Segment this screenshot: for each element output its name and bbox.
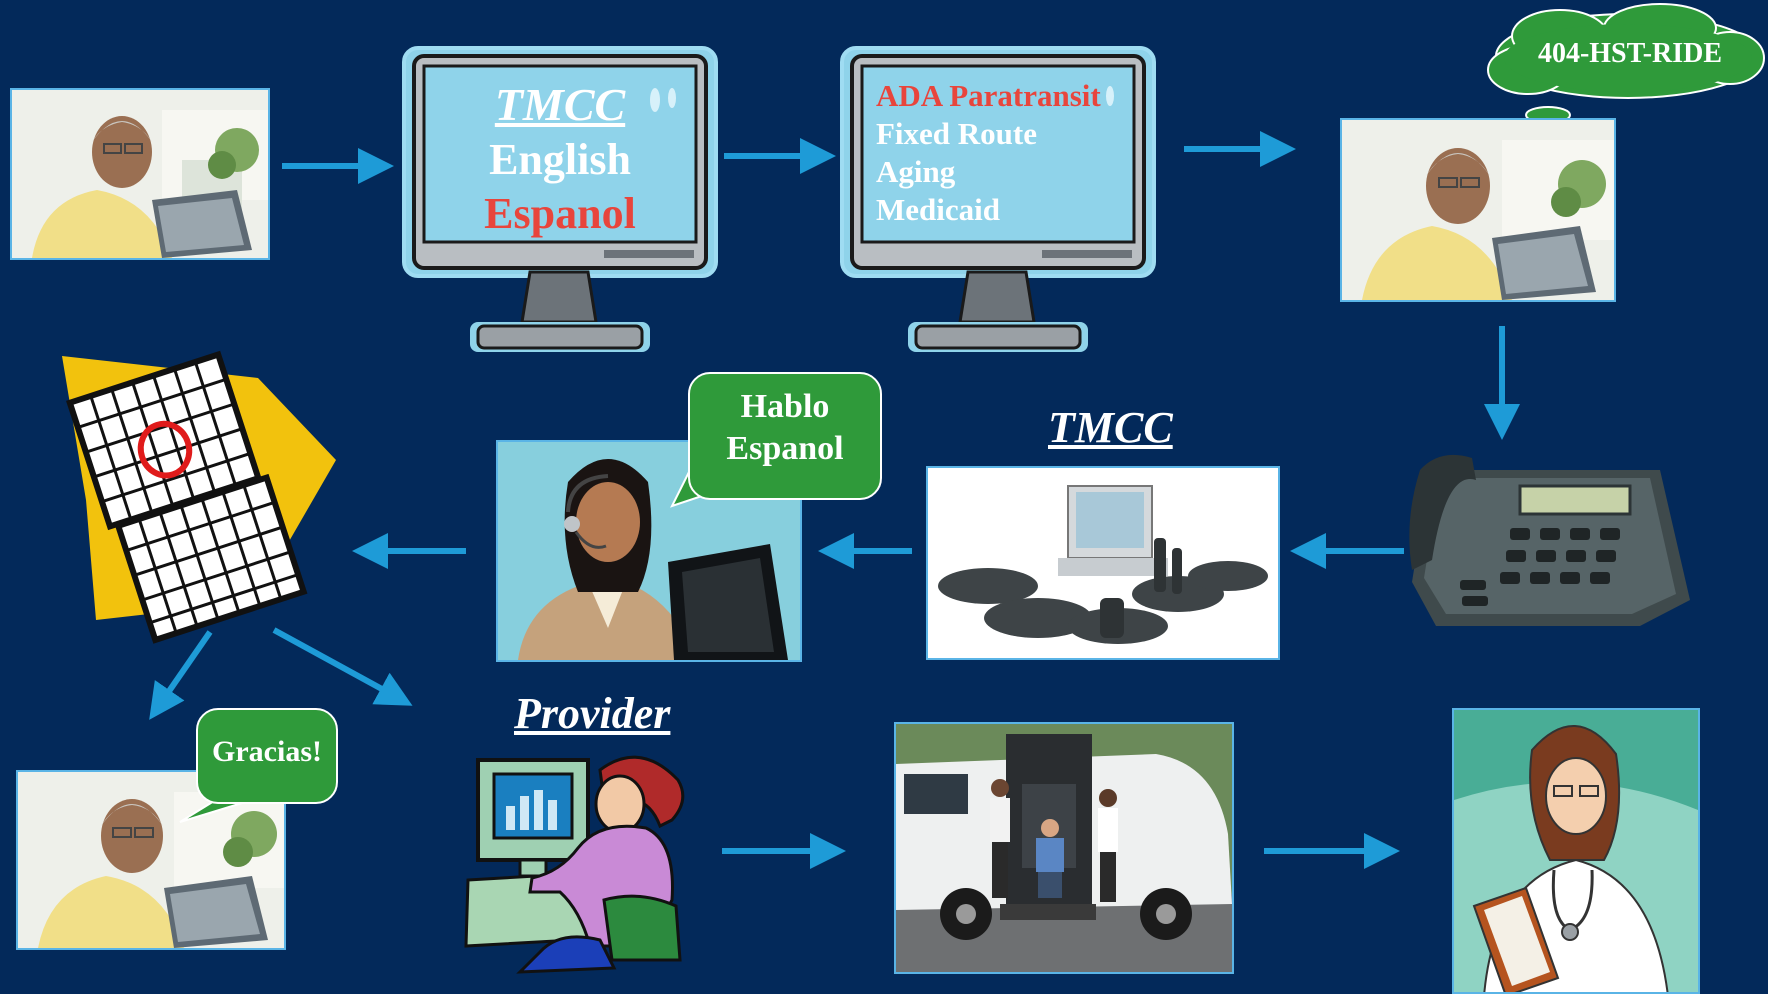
rider-photo-start <box>10 88 270 260</box>
tmcc-heading: TMCC <box>1048 403 1173 452</box>
speech-bubble-hablo-espanol: Hablo Espanol <box>688 372 882 500</box>
man-with-laptop-image <box>12 90 268 258</box>
operator-headset-image <box>498 442 800 660</box>
call-center-photo <box>926 466 1280 660</box>
monitor2-option-aging: Aging <box>876 154 956 189</box>
monitor1-option-english: English <box>489 135 631 184</box>
wheelchair-van-image <box>896 724 1232 972</box>
operator-photo <box>496 440 802 662</box>
monitor1-title: TMCC <box>494 79 626 130</box>
arrow-calendar-to-rider <box>149 630 213 720</box>
hablo-line2: Espanol <box>726 430 844 467</box>
call-center-equipment-image <box>928 468 1278 658</box>
speech-bubble-gracias: Gracias! <box>196 708 338 804</box>
doctor-panel <box>1452 708 1700 994</box>
monitor2-option-medicaid: Medicaid <box>876 192 1000 227</box>
monitor1-option-espanol: Espanol <box>484 189 636 238</box>
doctor-image <box>1454 710 1698 992</box>
rider-photo-thinking <box>1340 118 1616 302</box>
hablo-line1: Hablo <box>740 388 830 425</box>
paratransit-van-photo <box>894 722 1234 974</box>
arrow-calendar-to-provider <box>272 627 413 706</box>
provider-heading: Provider <box>514 689 671 738</box>
monitor2-option-fixed-route: Fixed Route <box>876 116 1038 151</box>
monitor2-option-ada-paratransit: ADA Paratransit <box>876 78 1101 113</box>
man-thinking-image <box>1342 120 1614 300</box>
phone-number-text: 404-HST-RIDE <box>1537 38 1723 69</box>
